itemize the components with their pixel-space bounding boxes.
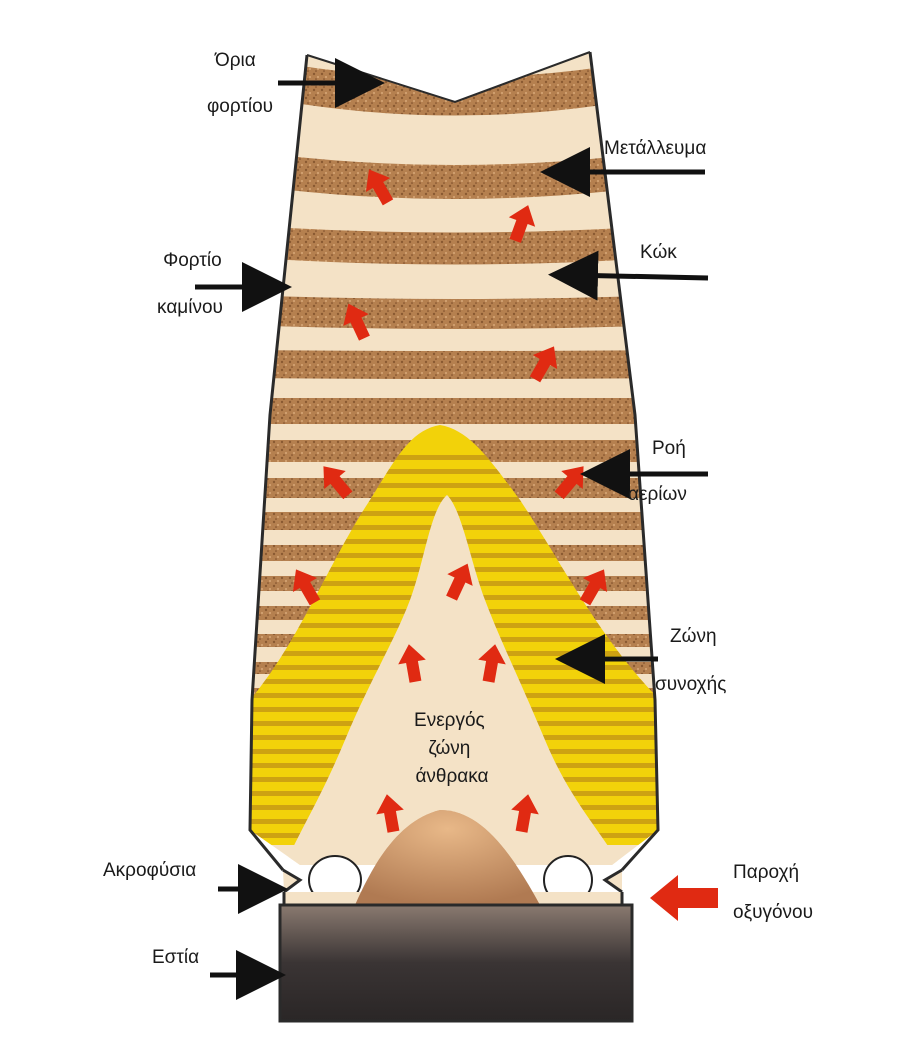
ore-layer	[240, 398, 670, 424]
label-cohesive-zone: Ζώνη συνοχής	[655, 626, 726, 695]
label-load-limits: Όρια φορτίου	[207, 50, 273, 117]
tuyere-right	[605, 870, 622, 892]
ore-layer	[240, 350, 670, 379]
label-coke: Κώκ	[640, 242, 677, 263]
label-furnace-charge: Φορτίο καμίνου	[157, 250, 227, 318]
label-ore: Μετάλλευμα	[604, 138, 706, 159]
arrow-coke	[568, 275, 708, 278]
tuyere-left	[283, 870, 300, 892]
arrow-oxygen-supply	[650, 875, 718, 921]
ore-layer	[240, 295, 670, 329]
label-hearth: Εστία	[152, 947, 199, 968]
hearth	[280, 905, 632, 1021]
label-oxygen-supply: Παροχή οξυγόνου	[733, 862, 813, 923]
label-tuyere: Ακροφύσια	[103, 860, 196, 881]
